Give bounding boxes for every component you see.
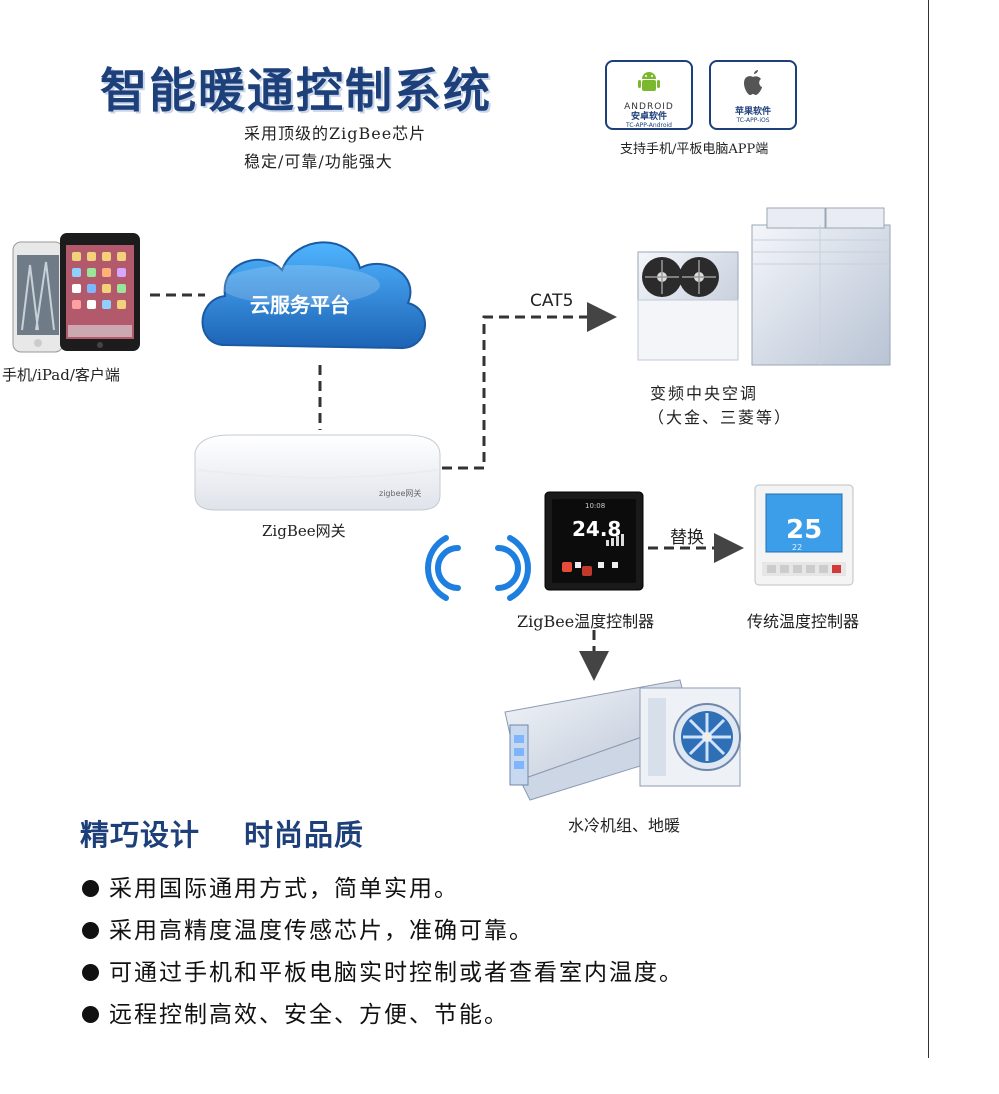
connector-gateway-central-ac	[442, 302, 617, 470]
traditional-thermostat-sub: 22	[792, 543, 802, 552]
features-title-part-1: 精巧设计	[80, 818, 201, 852]
ios-label-cn: 苹果软件	[734, 107, 771, 117]
android-brand-text: ANDROID	[624, 102, 674, 112]
features-title: 精巧设计 时尚品质	[80, 812, 364, 854]
zigbee-thermostat-label: ZigBee温度控制器	[517, 612, 655, 631]
cloud-label: 云服务平台	[250, 293, 350, 317]
feature-list: 采用国际通用方式，简单实用。 采用高精度温度传感芯片，准确可靠。 可通过手机和平…	[82, 870, 684, 1038]
ios-app-badge[interactable]: 苹果软件 TC-APP-iOS	[709, 60, 797, 130]
app-support-caption: 支持手机/平板电脑APP端	[620, 142, 769, 157]
tablet-illustration	[60, 233, 140, 351]
central-ac-label-line-2: （大金、三菱等）	[648, 408, 793, 427]
bullet-icon	[82, 880, 99, 897]
traditional-thermostat-label: 传统温度控制器	[747, 612, 860, 631]
zigbee-thermostat-time: 10:08	[585, 502, 605, 510]
central-ac-small-unit	[637, 251, 739, 361]
zigbee-thermostat-display: 24.8	[572, 517, 621, 541]
bullet-icon	[82, 1006, 99, 1023]
subtitle-line-1: 采用顶级的ZigBee芯片	[244, 124, 427, 143]
zigbee-thermostat-illustration	[544, 491, 644, 591]
right-border-line	[928, 0, 929, 1058]
gateway-device-text: zigbee网关	[379, 488, 421, 498]
phone-illustration	[12, 241, 64, 353]
feature-item: 远程控制高效、安全、方便、节能。	[82, 996, 684, 1038]
traditional-thermostat-illustration	[754, 484, 854, 586]
wifi-signal-icon	[425, 535, 531, 601]
central-ac-label-line-1: 变频中央空调	[650, 384, 759, 403]
feature-item: 可通过手机和平板电脑实时控制或者查看室内温度。	[82, 954, 684, 996]
gateway-label: ZigBee网关	[262, 522, 346, 540]
gateway-illustration	[194, 434, 441, 511]
central-ac-large-unit	[751, 207, 891, 366]
replace-label: 替换	[670, 528, 704, 548]
water-chiller-label: 水冷机组、地暖	[568, 816, 681, 835]
features-title-part-2: 时尚品质	[244, 818, 365, 852]
cloud-illustration	[201, 241, 426, 350]
android-label-cn: 安卓软件	[630, 112, 667, 122]
feature-item: 采用高精度温度传感芯片，准确可靠。	[82, 912, 684, 954]
android-icon	[638, 72, 660, 91]
subtitle-line-2: 稳定/可靠/功能强大	[244, 152, 393, 171]
traditional-thermostat-display: 25	[786, 515, 822, 545]
android-label-en: TC-APP-Android	[626, 122, 672, 129]
page-title: 智能暖通控制系统	[100, 64, 492, 119]
apple-icon	[744, 70, 762, 95]
water-chiller-illustration	[504, 679, 741, 801]
android-app-badge[interactable]: ANDROID 安卓软件 TC-APP-Android	[605, 60, 693, 130]
cat5-label: CAT5	[530, 291, 573, 311]
bullet-icon	[82, 922, 99, 939]
clients-label: 手机/iPad/客户端	[2, 366, 120, 384]
ios-label-en: TC-APP-iOS	[736, 117, 770, 124]
bullet-icon	[82, 964, 99, 981]
feature-item: 采用国际通用方式，简单实用。	[82, 870, 684, 912]
